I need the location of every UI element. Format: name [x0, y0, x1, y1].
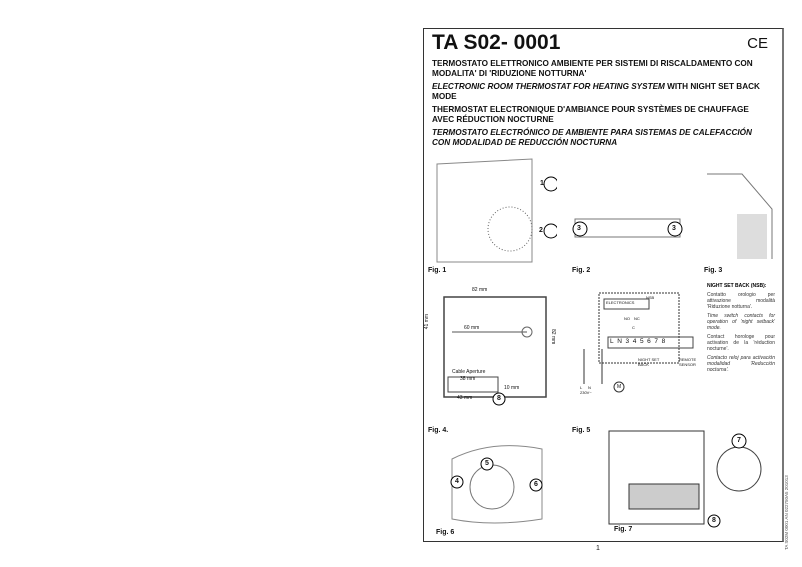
- heading-en: ELECTRONIC ROOM THERMOSTAT FOR HEATING S…: [432, 82, 772, 101]
- motor-label: M: [617, 384, 622, 390]
- nsb-en: Time switch contacts for operation of 'n…: [707, 313, 775, 331]
- fig1-label: Fig. 1: [428, 267, 447, 274]
- callout-2: 2: [539, 227, 543, 234]
- callout-8: 8: [497, 395, 501, 402]
- nc-label: NC: [634, 316, 640, 321]
- callout-7: 7: [737, 437, 741, 444]
- c-label: C: [632, 325, 635, 330]
- fig5-label: Fig. 5: [572, 427, 591, 434]
- fig7-board-drawing: [608, 430, 762, 528]
- nsb-title: NIGHT SET BACK (NSB):: [707, 283, 767, 289]
- fig4-base-drawing: [443, 296, 547, 406]
- heading-fr: THERMOSTAT ELECTRONIQUE D'AMBIANCE POUR …: [432, 105, 749, 124]
- remote-sensor-label: REMOTE SENSOR: [679, 357, 697, 367]
- fig6-label: Fig. 6: [436, 529, 455, 536]
- callout-3b: 3: [672, 225, 676, 232]
- night-set-back-notes: NIGHT SET BACK (NSB): Contatto orologio …: [707, 283, 775, 376]
- dim-82-height: 82 mm: [550, 329, 556, 345]
- document-code: TA S02M 0001 AN 022750A5 201013: [784, 475, 789, 550]
- n-label: N: [588, 385, 591, 390]
- fig6-dial-drawing: [450, 445, 543, 524]
- electronics-label: ELECTRONICS: [606, 300, 635, 305]
- dim-82-width: 82 mm: [472, 287, 488, 293]
- fig1-thermostat-drawing: [436, 158, 557, 263]
- heading-en-rest: WITH NIGHT SET BACK MODE: [432, 82, 760, 101]
- page-number: 1: [596, 545, 600, 552]
- cable-aperture-label: Cable Aperture: [452, 369, 486, 375]
- nsb-es: Contacto reloj para activación modalidad…: [707, 355, 775, 373]
- nsb-fr: Contact horologe pour activation de la '…: [707, 334, 775, 352]
- nsb-label: NSB: [646, 295, 655, 300]
- fig2-label: Fig. 2: [572, 267, 591, 274]
- callout-6: 6: [534, 481, 538, 488]
- fig7-label: Fig. 7: [614, 526, 633, 533]
- dim-60: 60 mm: [464, 325, 480, 331]
- dim-10: 10 mm: [504, 385, 520, 391]
- callout-1: 1: [540, 180, 544, 187]
- heading-it: TERMOSTATO ELETTRONICO AMBIENTE PER SIST…: [432, 59, 753, 78]
- dim-38: 38 mm: [460, 376, 476, 382]
- dim-43: 43 mm: [457, 395, 473, 401]
- fig3-drawing: [707, 173, 773, 259]
- fig5-wiring-diagram: [583, 292, 694, 393]
- no-label: NO: [624, 316, 630, 321]
- heading-en-italic: ELECTRONIC ROOM THERMOSTAT FOR HEATING S…: [432, 82, 665, 91]
- callout-5: 5: [485, 460, 489, 467]
- doc-title: TA S02- 0001: [432, 31, 561, 54]
- fig3-label: Fig. 3: [704, 267, 723, 274]
- voltage-label: 230V~: [580, 390, 592, 395]
- fig4-label: Fig. 4.: [428, 427, 449, 434]
- heading-es: TERMOSTATO ELECTRÓNICO DE AMBIENTE PARA …: [432, 128, 752, 147]
- ce-mark: CE: [747, 35, 768, 52]
- document-page: TA S02- 0001 CE TERMOSTATO ELETTRONICO A…: [423, 28, 784, 542]
- callout-8b: 8: [712, 517, 716, 524]
- dim-41: 41 mm: [424, 314, 430, 330]
- callout-4: 4: [455, 478, 459, 485]
- l-label: L: [580, 385, 583, 390]
- nsb-it: Contatto orologio per attivazione modali…: [707, 292, 775, 310]
- callout-3a: 3: [577, 225, 581, 232]
- terminal-block: LN345678: [610, 338, 669, 345]
- night-set-back-label: NIGHT SET BACK: [638, 357, 660, 367]
- fig2-drawing: [572, 218, 683, 238]
